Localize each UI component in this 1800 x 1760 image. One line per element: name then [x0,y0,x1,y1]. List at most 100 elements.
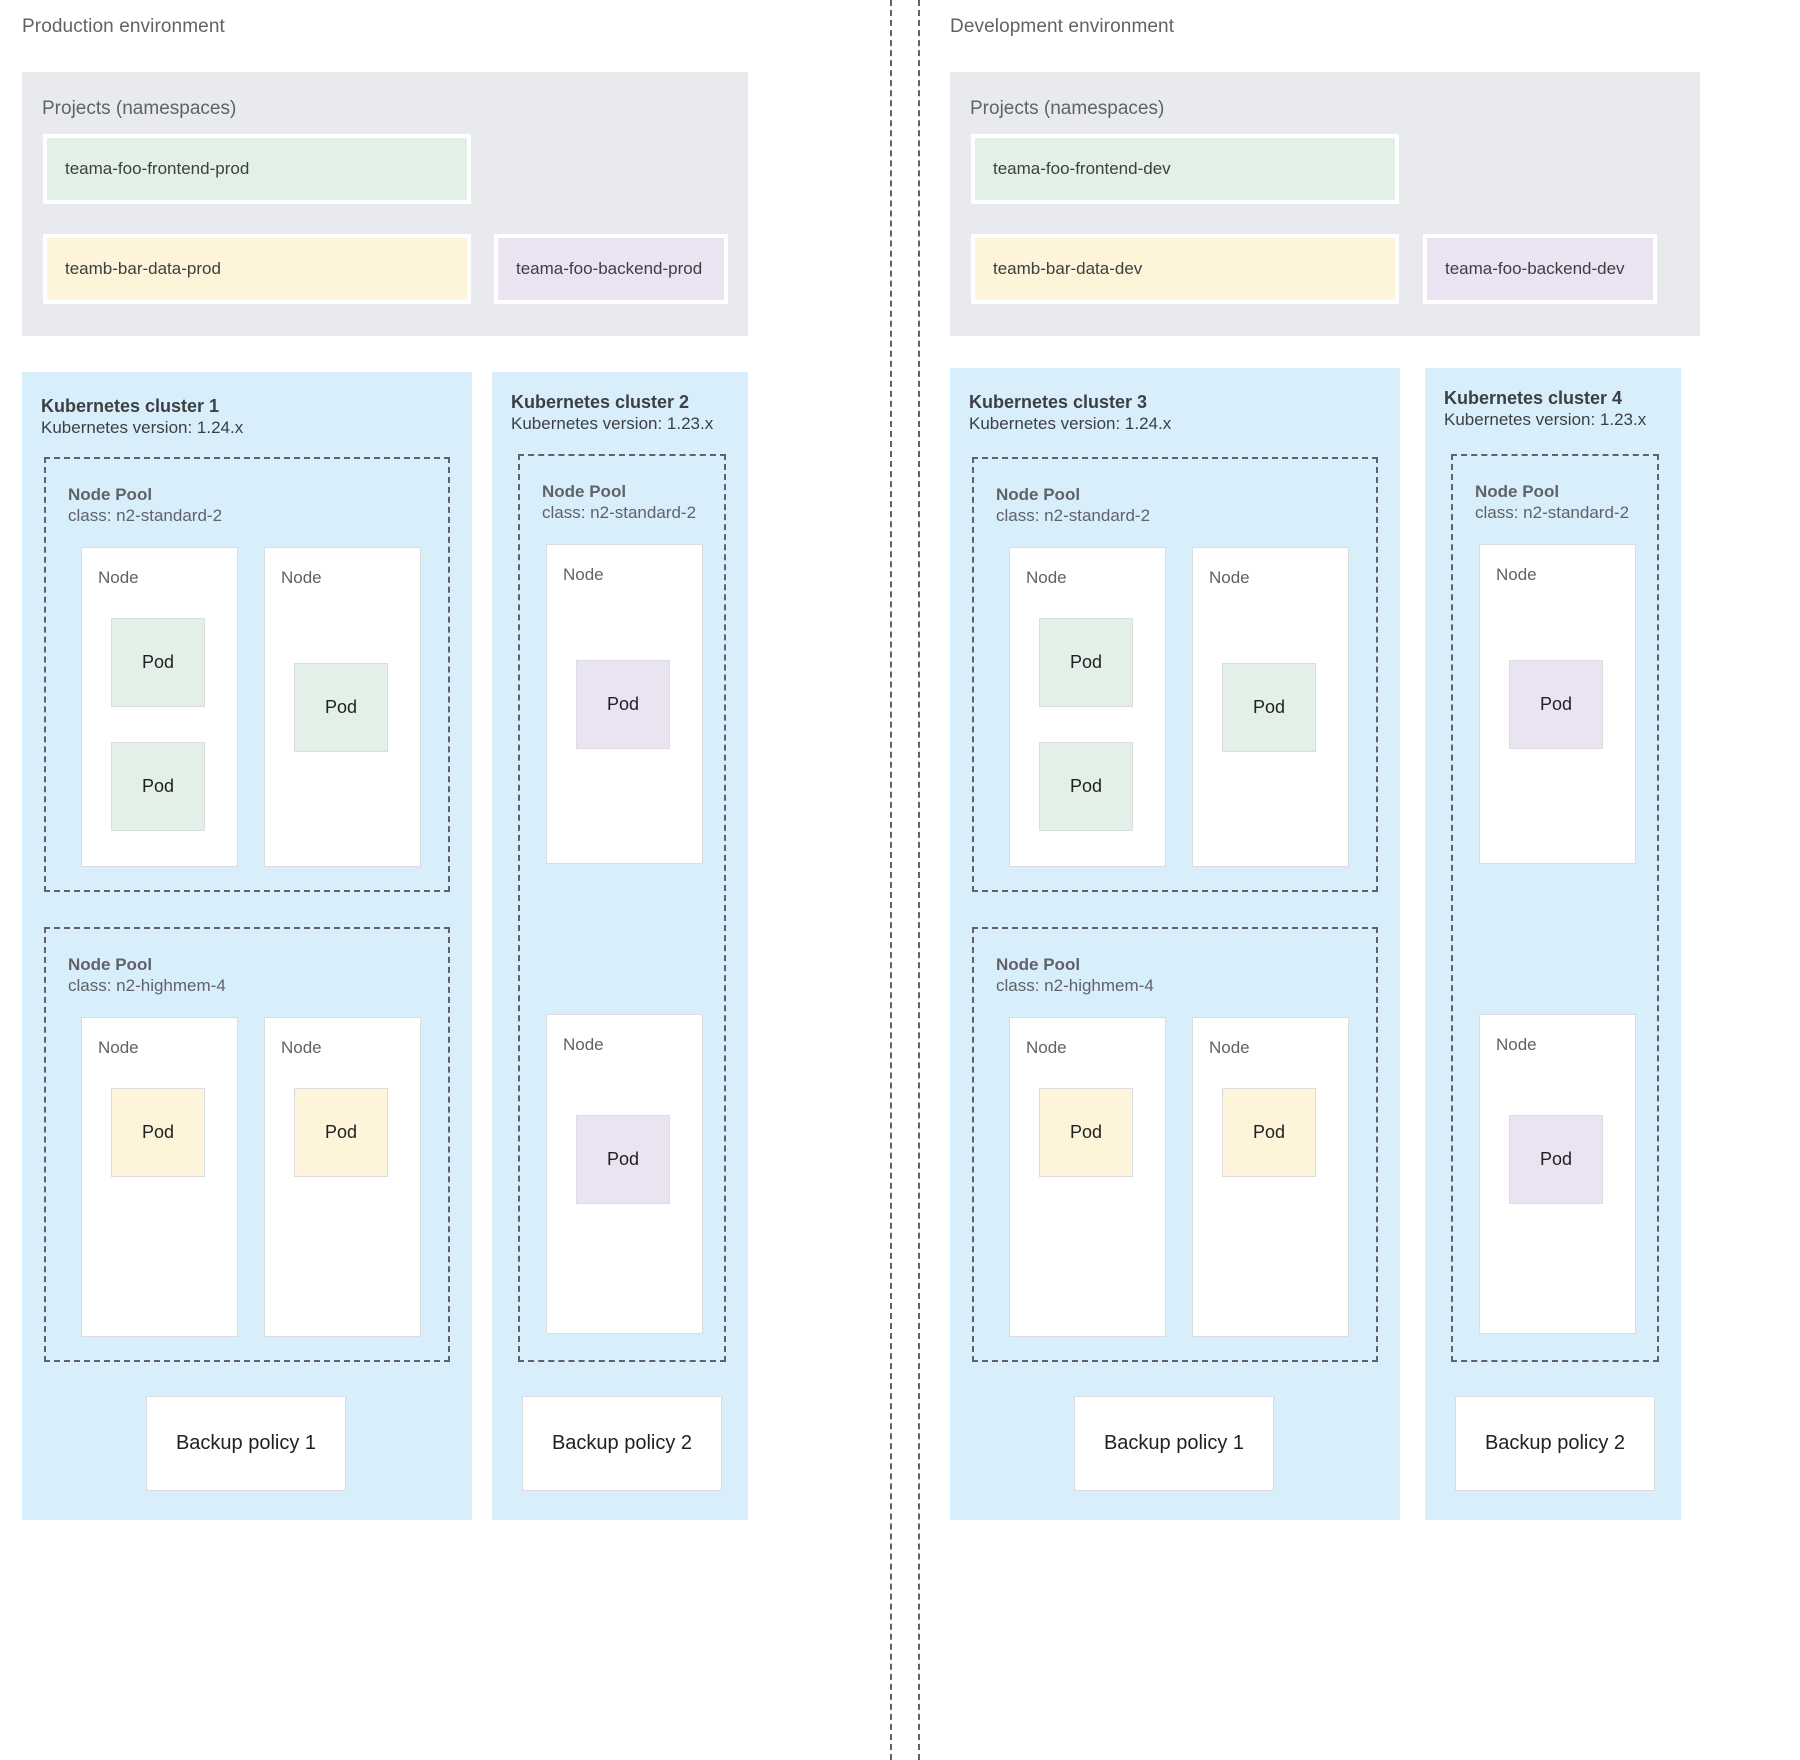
node-pool-n2-standard-2[interactable]: Node Pool class: n2-standard-2 Node Pod … [518,454,726,1362]
node-pool-n2-standard-2[interactable]: Node Pool class: n2-standard-2 Node Pod … [972,457,1378,892]
namespace-teama-foo-backend-prod[interactable]: teama-foo-backend-prod [494,234,728,304]
node[interactable]: Node Pod [1192,547,1349,867]
backup-policy-label: Backup policy 2 [1484,1432,1626,1454]
backup-policy-box[interactable]: Backup policy 1 [146,1396,346,1491]
node-pool-n2-highmem-4[interactable]: Node Pool class: n2-highmem-4 Node Pod N… [44,927,450,1362]
node[interactable]: Node Pod Pod [81,547,238,867]
pod-label: Pod [1069,652,1103,672]
node-pool-title: Node Pool [1475,482,1560,501]
pod[interactable]: Pod [1039,1088,1133,1177]
pod[interactable]: Pod [1509,1115,1603,1204]
backup-policy-box[interactable]: Backup policy 2 [1455,1396,1655,1491]
namespace-label: teama-foo-backend-dev [1445,259,1625,278]
pod[interactable]: Pod [576,1115,670,1204]
projects-panel-development: Projects (namespaces) teama-foo-frontend… [950,72,1700,336]
node-label: Node [1496,1035,1537,1054]
pod-label: Pod [324,697,358,717]
node[interactable]: Node Pod [264,1017,421,1337]
backup-policy-label: Backup policy 1 [175,1432,317,1454]
environment-divider-line-right [918,0,920,1760]
environment-title-production: Production environment [22,16,225,37]
pod-label: Pod [606,694,640,714]
pod[interactable]: Pod [111,742,205,831]
projects-label-development: Projects (namespaces) [970,98,1165,119]
node[interactable]: Node Pod Pod [1009,547,1166,867]
node-pool-class: class: n2-standard-2 [1475,503,1630,522]
node-pool-n2-standard-2[interactable]: Node Pool class: n2-standard-2 Node Pod … [1451,454,1659,1362]
backup-policy-label: Backup policy 2 [551,1432,693,1454]
node-label: Node [1026,568,1067,587]
namespace-label: teama-foo-backend-prod [516,259,703,278]
node[interactable]: Node Pod [546,544,703,864]
projects-label-production: Projects (namespaces) [42,98,237,119]
backup-policy-box[interactable]: Backup policy 2 [522,1396,722,1491]
namespace-teama-foo-frontend-dev[interactable]: teama-foo-frontend-dev [971,134,1399,204]
node-label: Node [281,1038,322,1057]
pod[interactable]: Pod [1509,660,1603,749]
pod-label: Pod [1252,1122,1286,1142]
cluster-title: Kubernetes cluster 2 [511,392,690,412]
pod-label: Pod [141,652,175,672]
node-label: Node [281,568,322,587]
node[interactable]: Node Pod [264,547,421,867]
kubernetes-cluster-2[interactable]: Kubernetes cluster 2 Kubernetes version:… [492,372,748,1520]
pod[interactable]: Pod [576,660,670,749]
node-pool-title: Node Pool [68,485,153,504]
projects-panel-production: Projects (namespaces) teama-foo-frontend… [22,72,748,336]
namespace-teama-foo-frontend-prod[interactable]: teama-foo-frontend-prod [43,134,471,204]
node-label: Node [1209,568,1250,587]
node-pool-n2-standard-2[interactable]: Node Pool class: n2-standard-2 Node Pod … [44,457,450,892]
node-pool-title: Node Pool [996,955,1081,974]
namespace-teama-foo-backend-dev[interactable]: teama-foo-backend-dev [1423,234,1657,304]
node-label: Node [563,1035,604,1054]
cluster-version: Kubernetes version: 1.23.x [1444,410,1647,429]
pod[interactable]: Pod [111,618,205,707]
namespace-label: teama-foo-frontend-prod [65,159,250,178]
pod-label: Pod [141,776,175,796]
kubernetes-cluster-1[interactable]: Kubernetes cluster 1 Kubernetes version:… [22,372,472,1520]
node[interactable]: Node Pod [546,1014,703,1334]
node-pool-title: Node Pool [68,955,153,974]
pod[interactable]: Pod [294,663,388,752]
node[interactable]: Node Pod [81,1017,238,1337]
node-label: Node [563,565,604,584]
pod[interactable]: Pod [1222,663,1316,752]
cluster-title: Kubernetes cluster 4 [1444,388,1623,408]
node[interactable]: Node Pod [1009,1017,1166,1337]
node-label: Node [1496,565,1537,584]
namespace-label: teamb-bar-data-dev [993,259,1143,278]
node-pool-class: class: n2-highmem-4 [996,976,1154,995]
node-pool-class: class: n2-standard-2 [68,506,223,525]
pod-label: Pod [324,1122,358,1142]
kubernetes-cluster-3[interactable]: Kubernetes cluster 3 Kubernetes version:… [950,368,1400,1520]
node[interactable]: Node Pod [1479,1014,1636,1334]
pod-label: Pod [1069,776,1103,796]
pod-label: Pod [1252,697,1286,717]
pod[interactable]: Pod [1222,1088,1316,1177]
namespace-teamb-bar-data-dev[interactable]: teamb-bar-data-dev [971,234,1399,304]
node-label: Node [1026,1038,1067,1057]
node-pool-class: class: n2-highmem-4 [68,976,226,995]
node-pool-n2-highmem-4[interactable]: Node Pool class: n2-highmem-4 Node Pod N… [972,927,1378,1362]
namespace-teamb-bar-data-prod[interactable]: teamb-bar-data-prod [43,234,471,304]
cluster-version: Kubernetes version: 1.23.x [511,414,714,433]
environment-title-development: Development environment [950,16,1175,37]
pod-label: Pod [1069,1122,1103,1142]
kubernetes-cluster-4[interactable]: Kubernetes cluster 4 Kubernetes version:… [1425,368,1681,1520]
node-pool-title: Node Pool [542,482,627,501]
pod[interactable]: Pod [1039,618,1133,707]
node[interactable]: Node Pod [1479,544,1636,864]
node-label: Node [1209,1038,1250,1057]
pod[interactable]: Pod [111,1088,205,1177]
node-label: Node [98,568,139,587]
cluster-version: Kubernetes version: 1.24.x [41,418,244,437]
cluster-title: Kubernetes cluster 1 [41,396,220,416]
cluster-version: Kubernetes version: 1.24.x [969,414,1172,433]
node[interactable]: Node Pod [1192,1017,1349,1337]
backup-policy-box[interactable]: Backup policy 1 [1074,1396,1274,1491]
pod-label: Pod [1539,694,1573,714]
pod[interactable]: Pod [294,1088,388,1177]
namespace-label: teama-foo-frontend-dev [993,159,1171,178]
pod[interactable]: Pod [1039,742,1133,831]
